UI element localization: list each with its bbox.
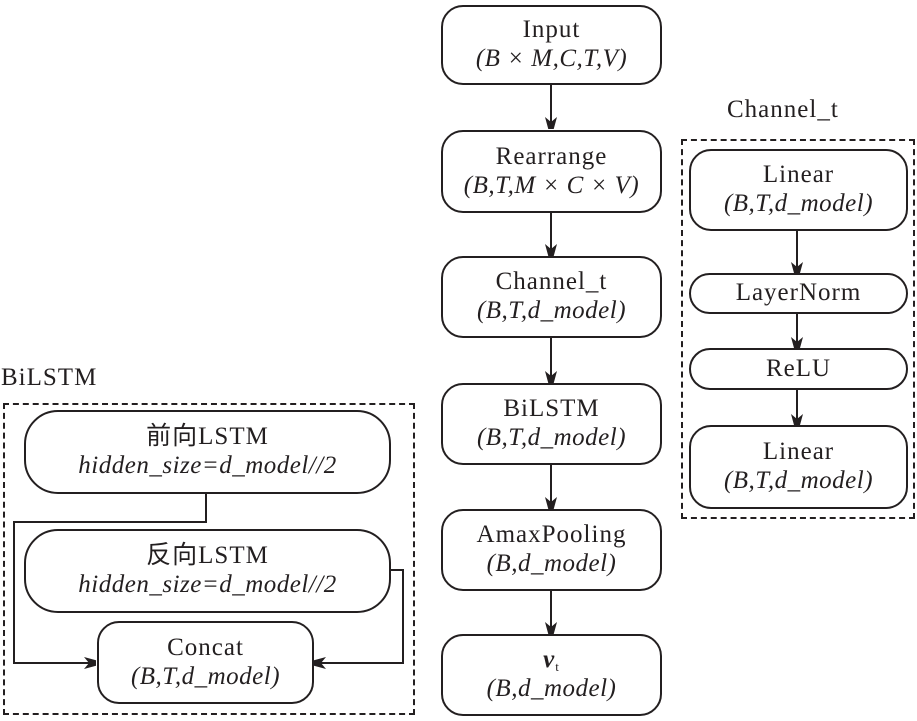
rearrange-shape: (B,T,M × C × V)	[463, 171, 640, 199]
concat-shape: (B,T,d_model)	[130, 662, 281, 690]
input-title: Input	[522, 16, 581, 44]
bilstm-node: BiLSTM (B,T,d_model)	[441, 383, 662, 465]
layernorm-title: LayerNorm	[735, 279, 862, 307]
channel-t-shape: (B,T,d_model)	[476, 297, 627, 324]
input-node: Input (B × M,C,T,V)	[441, 5, 662, 85]
concat-title: Concat	[167, 633, 244, 661]
output-subscript: t	[555, 659, 560, 675]
concat-node: Concat (B,T,d_model)	[97, 621, 314, 704]
linear2-title: Linear	[762, 438, 835, 466]
bilstm-group-label: BiLSTM	[1, 364, 98, 391]
channel-t-node: Channel_t (B,T,d_model)	[441, 256, 662, 338]
relu-node: ReLU	[689, 348, 908, 390]
linear2-shape: (B,T,d_model)	[723, 467, 874, 494]
linear2-node: Linear (B,T,d_model)	[689, 425, 908, 509]
channel-t-group-frame	[681, 139, 915, 519]
linear1-title: Linear	[762, 161, 835, 189]
rearrange-title: Rearrange	[495, 142, 608, 170]
amaxpooling-node: AmaxPooling (B,d_model)	[441, 509, 662, 591]
output-title: vt	[543, 646, 560, 675]
forward-lstm-title: 前向LSTM	[146, 423, 269, 451]
arrow-backward-concat	[315, 569, 404, 663]
amaxpooling-title: AmaxPooling	[476, 521, 627, 549]
output-shape: (B,d_model)	[486, 675, 617, 703]
channel-t-group-label: Channel_t	[727, 96, 839, 123]
input-shape: (B × M,C,T,V)	[475, 45, 628, 72]
linear1-node: Linear (B,T,d_model)	[689, 149, 908, 231]
amaxpooling-shape: (B,d_model)	[486, 550, 617, 577]
backward-lstm-title: 反向LSTM	[146, 542, 269, 570]
bilstm-shape: (B,T,d_model)	[476, 424, 627, 451]
layernorm-node: LayerNorm	[689, 273, 908, 314]
rearrange-node: Rearrange (B,T,M × C × V)	[441, 130, 662, 213]
bilstm-group-frame	[3, 403, 415, 715]
output-symbol: v	[543, 646, 556, 674]
backward-lstm-param: hidden_size=d_model//2	[78, 571, 337, 598]
channel-t-title: Channel_t	[495, 268, 608, 296]
relu-title: ReLU	[765, 354, 832, 382]
forward-lstm-param: hidden_size=d_model//2	[78, 452, 337, 479]
arrow-forward-concat	[13, 493, 207, 663]
bilstm-title: BiLSTM	[503, 395, 600, 423]
output-node: vt (B,d_model)	[441, 634, 662, 716]
forward-lstm-node: 前向LSTM hidden_size=d_model//2	[24, 410, 391, 494]
backward-lstm-node: 反向LSTM hidden_size=d_model//2	[24, 529, 391, 613]
linear1-shape: (B,T,d_model)	[723, 190, 874, 217]
